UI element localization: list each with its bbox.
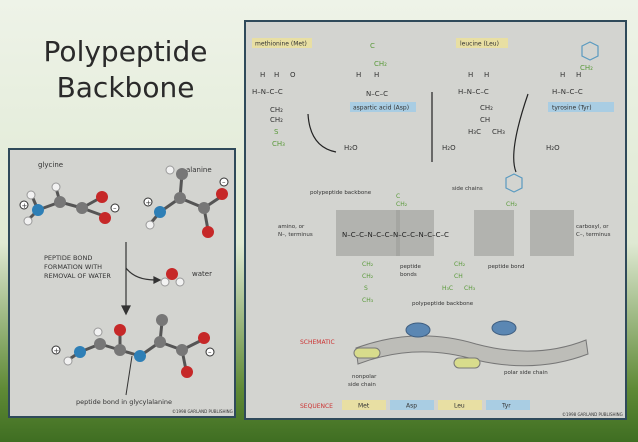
nonpolar-label: nonpolar side chain (348, 374, 378, 388)
backbone-chain: N–C–C–N–C–C–N–C–C–N–C–C–C (342, 231, 449, 239)
alanine-molecule (150, 174, 222, 230)
svg-text:C: C (370, 42, 375, 50)
svg-text:CH₂: CH₂ (374, 60, 387, 68)
svg-text:H–N–C–C: H–N–C–C (552, 88, 583, 96)
peptide-bond-label: peptide bond in glycylalanine (76, 398, 172, 406)
sequence-label: SEQUENCE (300, 403, 333, 410)
carboxyl-terminus-label: carboxyl, or C–, terminus (576, 224, 611, 238)
svg-text:H₃C: H₃C (468, 128, 481, 136)
polar-label: polar side chain (504, 370, 548, 376)
h2o-1: H₂O (344, 144, 358, 152)
free-amino-acids: H H O H–N–C–C CH₂ CH₂ S CH₃ H H N–C–C CH₂ C H H H–… (252, 42, 593, 148)
svg-text:CH₂: CH₂ (270, 106, 283, 114)
svg-text:–: – (113, 204, 117, 212)
svg-text:+: + (54, 347, 60, 355)
svg-text:CH₃: CH₃ (464, 285, 476, 292)
svg-text:S: S (274, 128, 279, 136)
svg-text:H: H (576, 71, 581, 79)
svg-text:N–C–C: N–C–C (366, 90, 388, 98)
title-line-1: Polypeptide (18, 34, 233, 70)
glycine-label: glycine (38, 161, 63, 169)
amino-terminus-label: amino, or N–, terminus (278, 224, 313, 238)
title-line-2: Backbone (18, 70, 233, 106)
svg-text:–: – (208, 348, 212, 356)
svg-text:H: H (274, 71, 279, 79)
svg-text:–: – (222, 178, 226, 186)
svg-text:O: O (290, 71, 296, 79)
asp-label: aspartic acid (Asp) (353, 105, 409, 112)
peptide-bond-formation-text: PEPTIDE BOND FORMATION WITH REMOVAL OF W… (44, 254, 111, 280)
svg-text:CH₂: CH₂ (362, 261, 374, 268)
svg-text:CH₂: CH₂ (506, 201, 518, 208)
svg-text:C: C (396, 193, 400, 200)
svg-text:CH₃: CH₃ (272, 140, 285, 148)
svg-text:H: H (374, 71, 379, 79)
h2o-2: H₂O (442, 144, 456, 152)
svg-text:CH₃: CH₃ (362, 297, 374, 304)
svg-text:CH₂: CH₂ (270, 116, 283, 124)
alanine-label: alanine (186, 166, 212, 174)
svg-text:CH: CH (454, 273, 463, 280)
svg-text:H–N–C–C: H–N–C–C (458, 88, 489, 96)
svg-text:S: S (364, 285, 368, 292)
polypeptide-figure: methionine (Met) aspartic acid (Asp) leu… (244, 20, 627, 420)
seq-leu: Leu (454, 403, 465, 410)
svg-text:H: H (356, 71, 361, 79)
right-copyright: ©1998 GARLAND PUBLISHING (562, 412, 623, 417)
svg-text:CH₂: CH₂ (362, 273, 374, 280)
polar-side-chain (406, 323, 430, 337)
svg-text:CH: CH (480, 116, 490, 124)
svg-text:CH₂: CH₂ (396, 201, 408, 208)
svg-text:CH₂: CH₂ (580, 64, 593, 72)
leu-label: leucine (Leu) (460, 41, 499, 48)
svg-text:H: H (468, 71, 473, 79)
svg-text:+: + (146, 199, 152, 207)
h2o-3: H₂O (546, 144, 560, 152)
svg-text:H: H (260, 71, 265, 79)
seq-met: Met (358, 403, 370, 410)
schematic-label: SCHEMATIC (300, 339, 335, 346)
met-label: methionine (Met) (255, 41, 307, 48)
nonpolar-side-chain (354, 348, 380, 358)
glycylalanine-figure: glycine alanine + – + – PEPTIDE BOND (8, 148, 236, 418)
svg-text:CH₃: CH₃ (492, 128, 505, 136)
side-chains-label: side chains (452, 186, 483, 192)
svg-text:H: H (484, 71, 489, 79)
left-copyright: ©1998 GARLAND PUBLISHING (172, 409, 233, 414)
reaction-arrow (122, 242, 160, 314)
svg-text:CH₂: CH₂ (480, 104, 493, 112)
backbone-label: polypeptide backbone (310, 190, 372, 196)
seq-asp: Asp (406, 403, 417, 410)
svg-text:H–N–C–C: H–N–C–C (252, 88, 283, 96)
peptide-bonds-label: peptide bonds (400, 264, 423, 278)
svg-text:+: + (22, 202, 28, 210)
svg-text:H₃C: H₃C (442, 285, 453, 292)
svg-text:CH₂: CH₂ (454, 261, 466, 268)
seq-tyr: Tyr (501, 403, 511, 410)
slide-title: Polypeptide Backbone (18, 34, 233, 106)
peptide-bond-label: peptide bond (488, 264, 525, 270)
schematic-backbone-label: polypeptide backbone (412, 301, 474, 307)
svg-text:H: H (560, 71, 565, 79)
water-label: water (192, 270, 212, 278)
tyr-label: tyrosine (Tyr) (552, 105, 592, 112)
